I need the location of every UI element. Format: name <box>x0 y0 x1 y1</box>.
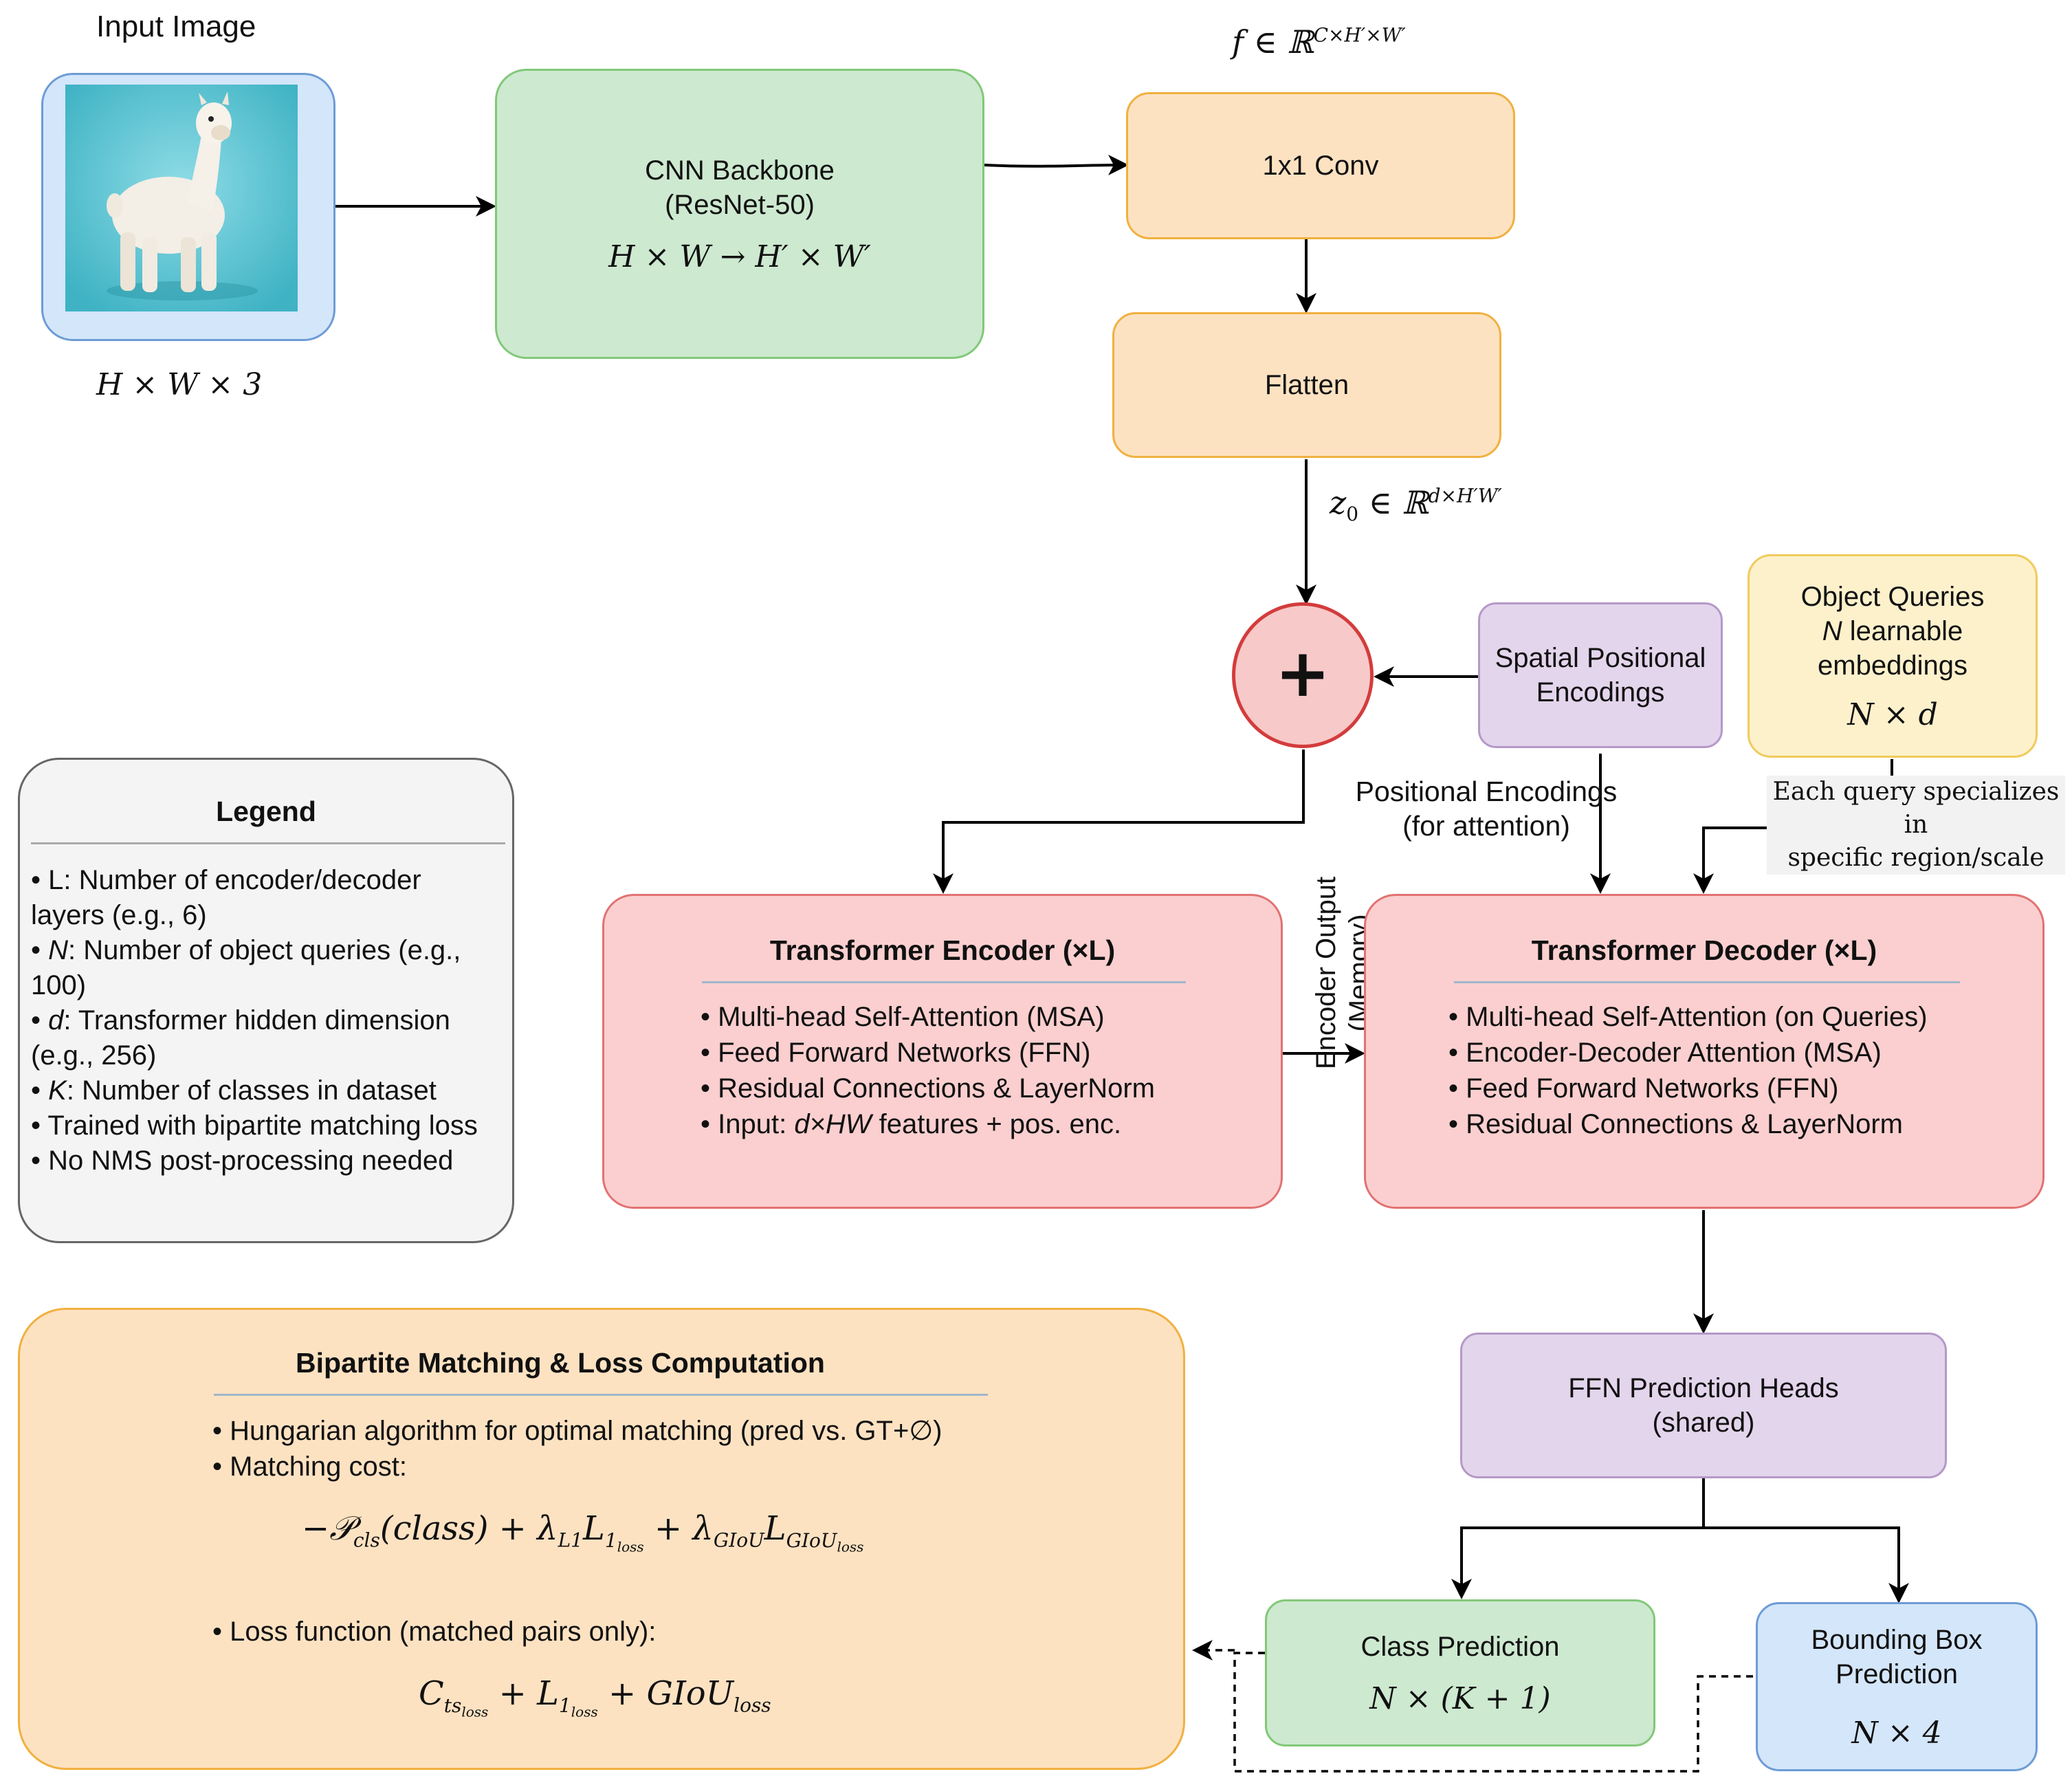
flatten-label: Flatten <box>1264 370 1349 400</box>
encoder-title: Transformer Encoder (×L) <box>769 934 1116 966</box>
cnn-line1: CNN Backbone <box>645 155 835 186</box>
z0-label: z0 ∈ ℝd×H′W′ <box>1330 484 1502 526</box>
matching-loss-formula: Ctsloss + L1loss + GIoUloss <box>419 1674 771 1720</box>
legend-box: Legend • L: Number of encoder/decoder la… <box>18 758 514 1243</box>
dashed-class-to-matching <box>1233 1652 1756 1773</box>
cnn-formula: H × W → H′ × W′ <box>608 239 871 274</box>
spatial-pe-line1: Spatial Positional <box>1495 643 1706 673</box>
matching-item: • Hungarian algorithm for optimal matchi… <box>212 1416 943 1446</box>
transformer-encoder-box: Transformer Encoder (×L) • Multi-head Se… <box>602 894 1283 1209</box>
ffn-heads-box: FFN Prediction Heads (shared) <box>1460 1333 1947 1478</box>
matching-title: Bipartite Matching & Loss Computation <box>296 1347 825 1379</box>
decoder-item: • Feed Forward Networks (FFN) <box>1448 1073 1839 1104</box>
encoder-item: • Residual Connections & LayerNorm <box>701 1073 1155 1104</box>
matching-item: • Matching cost: <box>212 1452 408 1482</box>
legend-item: • K: Number of classes in dataset <box>31 1075 437 1106</box>
legend-item: • d: Transformer hidden dimension (e.g.,… <box>31 1005 450 1071</box>
conv-label: 1x1 Conv <box>1262 151 1379 181</box>
object-queries-line1: Object Queries <box>1800 582 1985 612</box>
legend-item: • N: Number of object queries (e.g., 100… <box>31 935 461 1000</box>
legend-title: Legend <box>216 796 316 827</box>
ffn-heads-line2: (shared) <box>1652 1408 1755 1438</box>
ffn-heads-line1: FFN Prediction Heads <box>1568 1373 1839 1403</box>
legend-item: • Trained with bipartite matching loss <box>31 1110 478 1141</box>
object-queries-formula: N × d <box>1847 697 1938 732</box>
flatten-box: Flatten <box>1112 312 1501 458</box>
pos-enc-label: Positional Encodings (for attention) <box>1355 776 1618 842</box>
object-queries-box: Object Queries N learnable embeddings N … <box>1748 554 2038 758</box>
encoder-item: • Input: d×HW features + pos. enc. <box>701 1109 1122 1139</box>
bbox-prediction-formula: N × 4 <box>1851 1716 1942 1751</box>
arrow-ffn-to-bbox <box>1704 1526 1909 1603</box>
input-image-label: Input Image <box>96 10 256 43</box>
add-operation-node: + <box>1232 602 1374 748</box>
conv-box: 1x1 Conv <box>1126 92 1515 239</box>
matching-list: • Hungarian algorithm for optimal matchi… <box>212 1413 942 1485</box>
arrow-ffn-split <box>1451 1478 1705 1599</box>
object-queries-line3: embeddings <box>1818 650 1968 681</box>
legend-list: • L: Number of encoder/decoder layers (e… <box>31 863 498 1179</box>
spatial-pe-line2: Encodings <box>1536 677 1665 708</box>
encoder-item: • Feed Forward Networks (FFN) <box>701 1038 1091 1068</box>
input-dims: H × W × 3 <box>96 367 263 402</box>
feature-label: f ∈ ℝC×H′×W′ <box>1232 23 1406 61</box>
matching-cost-formula: −𝒫cls(class) + λL1L1loss + λGIoULGIoUlos… <box>302 1509 864 1555</box>
cnn-backbone-box: CNN Backbone (ResNet-50) H × W → H′ × W′ <box>495 69 984 359</box>
decoder-item: • Encoder-Decoder Attention (MSA) <box>1448 1038 1882 1068</box>
bbox-prediction-box: Bounding Box Prediction N × 4 <box>1756 1602 2038 1771</box>
spatial-pe-box: Spatial Positional Encodings <box>1478 602 1723 748</box>
transformer-decoder-box: Transformer Decoder (×L) • Multi-head Se… <box>1364 894 2045 1209</box>
decoder-item: • Multi-head Self-Attention (on Queries) <box>1448 1002 1928 1032</box>
arrow-plus-to-encoder <box>933 749 1305 894</box>
decoder-divider <box>1454 981 1960 983</box>
decoder-list: • Multi-head Self-Attention (on Queries)… <box>1448 999 1928 1142</box>
legend-item: • No NMS post-processing needed <box>31 1146 454 1176</box>
encoder-list: • Multi-head Self-Attention (MSA) • Feed… <box>701 999 1155 1142</box>
class-prediction-formula: N × (K + 1) <box>1369 1681 1551 1716</box>
encoder-divider <box>702 981 1186 983</box>
decoder-item: • Residual Connections & LayerNorm <box>1448 1109 1903 1139</box>
legend-divider <box>31 842 505 844</box>
bbox-prediction-line2: Prediction <box>1836 1659 1958 1689</box>
input-image-frame <box>41 73 335 341</box>
plus-icon: + <box>1275 635 1331 712</box>
class-prediction-label: Class Prediction <box>1360 1632 1560 1662</box>
cnn-line2: (ResNet-50) <box>665 190 815 220</box>
arrow-cnn-to-conv <box>984 155 1129 176</box>
matching-divider <box>214 1394 988 1396</box>
object-queries-line2: N learnable <box>1822 616 1963 646</box>
class-prediction-box: Class Prediction N × (K + 1) <box>1265 1599 1655 1746</box>
legend-item: • L: Number of encoder/decoder layers (e… <box>31 865 421 930</box>
query-note: Each query specializes in specific regio… <box>1767 776 2065 875</box>
decoder-title: Transformer Decoder (×L) <box>1531 934 1877 966</box>
bipartite-matching-box: Bipartite Matching & Loss Computation • … <box>18 1308 1185 1770</box>
bbox-prediction-line1: Bounding Box <box>1811 1625 1983 1655</box>
encoder-item: • Multi-head Self-Attention (MSA) <box>701 1002 1105 1032</box>
matching-loss-item: • Loss function (matched pairs only): <box>212 1617 657 1647</box>
alpaca-photo-illustration <box>65 85 298 311</box>
